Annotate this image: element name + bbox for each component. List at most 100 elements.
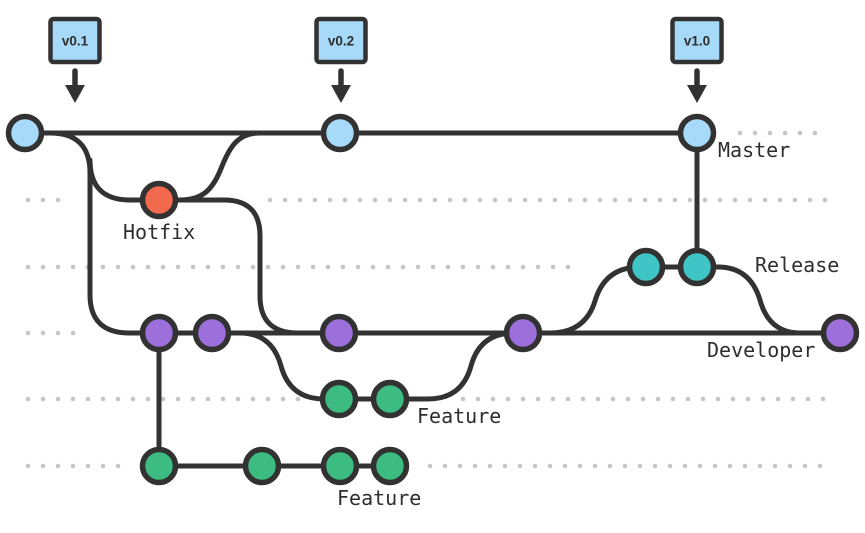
lane-dot-feature-2 (772, 463, 778, 469)
lane-dot-release (40, 264, 46, 270)
commit-node-release (677, 247, 717, 287)
lane-dot-feature-1 (190, 396, 196, 402)
lane-dot-feature-2 (817, 463, 823, 469)
lane-dot-feature-1 (130, 396, 136, 402)
lane-dot-hotfix (327, 197, 333, 203)
lane-dot-feature-2 (427, 463, 433, 469)
commit-node-developer (820, 313, 860, 353)
lane-dot-hotfix (822, 197, 828, 203)
lane-dot-release (505, 264, 511, 270)
version-tag-v0.1: v0.1 (48, 16, 102, 103)
lane-dot-feature-1 (235, 396, 241, 402)
lane-dot-hotfix (702, 197, 708, 203)
lane-dot-feature-2 (757, 463, 763, 469)
lane-dot-feature-1 (250, 396, 256, 402)
lane-dot-feature-2 (457, 463, 463, 469)
version-tag-v1.0: v1.0 (670, 16, 724, 103)
lane-dot-developer (40, 330, 46, 336)
lane-dot-hotfix (642, 197, 648, 203)
lane-dot-feature-2 (802, 463, 808, 469)
lane-dot-feature-2 (607, 463, 613, 469)
lane-dot-developer (25, 330, 31, 336)
lane-dot-hotfix (312, 197, 318, 203)
lane-dot-feature-1 (535, 396, 541, 402)
lane-dot-release (190, 264, 196, 270)
lane-dot-master (812, 130, 818, 136)
lane-dot-hotfix (402, 197, 408, 203)
lane-dot-hotfix (717, 197, 723, 203)
lane-dot-master (737, 130, 743, 136)
lane-dot-feature-1 (700, 396, 706, 402)
lane-dot-feature-1 (715, 396, 721, 402)
commit-node-release (626, 247, 666, 287)
lane-dot-feature-1 (670, 396, 676, 402)
lane-dot-release (340, 264, 346, 270)
lane-dot-feature-1 (265, 396, 271, 402)
lane-dot-release (280, 264, 286, 270)
lane-dot-release (520, 264, 526, 270)
lane-dot-feature-1 (205, 396, 211, 402)
master-to-hotfix-branch (87, 157, 162, 203)
tag-box (670, 16, 724, 65)
tag-label: v0.2 (328, 34, 354, 49)
lane-dot-hotfix (687, 197, 693, 203)
lane-dot-release (550, 264, 556, 270)
lane-dot-hotfix (597, 197, 603, 203)
lane-dot-hotfix (447, 197, 453, 203)
lane-dot-feature-1 (820, 396, 826, 402)
lane-dot-release (295, 264, 301, 270)
lane-dot-release (310, 264, 316, 270)
lane-dot-developer (55, 330, 61, 336)
lane-dot-release (355, 264, 361, 270)
lane-dot-release (205, 264, 211, 270)
lane-dot-feature-1 (565, 396, 571, 402)
lane-dot-release (115, 264, 121, 270)
lane-dot-hotfix (387, 197, 393, 203)
tag-box (314, 16, 368, 65)
lane-dot-hotfix (477, 197, 483, 203)
lane-dot-hotfix (552, 197, 558, 203)
commit-node-developer (503, 313, 543, 353)
lane-dot-feature-1 (85, 396, 91, 402)
lane-dot-release (235, 264, 241, 270)
lane-dot-feature-1 (70, 396, 76, 402)
lane-dot-feature-2 (787, 463, 793, 469)
lane-dot-feature-2 (622, 463, 628, 469)
lane-dot-master (797, 130, 803, 136)
lane-dot-feature-1 (280, 396, 286, 402)
lane-dot-feature-1 (490, 396, 496, 402)
lane-dot-release (25, 264, 31, 270)
commit-node-hotfix (139, 180, 179, 220)
lane-dot-master (752, 130, 758, 136)
commit-node-developer (192, 313, 232, 353)
commit-nodes (5, 113, 860, 486)
lane-dot-hotfix (522, 197, 528, 203)
lane-dot-hotfix (732, 197, 738, 203)
lane-dot-hotfix (40, 197, 46, 203)
lane-dot-developer (70, 330, 76, 336)
lane-dot-hotfix (747, 197, 753, 203)
lane-dot-feature-2 (517, 463, 523, 469)
lane-dot-feature-1 (220, 396, 226, 402)
lane-dot-feature-1 (295, 396, 301, 402)
lane-dot-feature-2 (115, 463, 121, 469)
lane-dot-hotfix (582, 197, 588, 203)
master-to-developer (47, 130, 162, 336)
lane-dot-release (415, 264, 421, 270)
version-tag-v0.2: v0.2 (314, 16, 368, 103)
lane-dot-master (767, 130, 773, 136)
lane-dot-release (220, 264, 226, 270)
lane-dot-release (130, 264, 136, 270)
lane-dot-feature-1 (475, 396, 481, 402)
lane-dot-feature-1 (625, 396, 631, 402)
commit-node-feature (370, 446, 410, 486)
lane-dot-feature-2 (100, 463, 106, 469)
lane-dot-hotfix (627, 197, 633, 203)
lane-dot-feature-1 (655, 396, 661, 402)
lane-dot-hotfix (612, 197, 618, 203)
lane-dot-feature-1 (610, 396, 616, 402)
lane-dot-feature-1 (460, 396, 466, 402)
branch-label-hotfix: Hotfix (123, 220, 195, 244)
